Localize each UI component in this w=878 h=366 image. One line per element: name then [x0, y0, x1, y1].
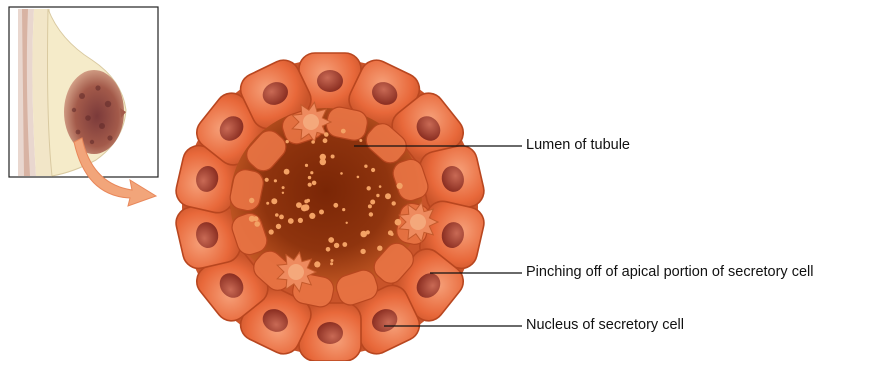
droplet: [371, 168, 375, 172]
droplet: [265, 178, 269, 182]
droplet: [359, 139, 362, 142]
droplet: [364, 165, 367, 168]
droplet: [320, 154, 326, 160]
droplet: [326, 247, 331, 252]
droplet: [341, 129, 346, 134]
label-lumen: Lumen of tubule: [526, 137, 630, 153]
droplet: [309, 213, 315, 219]
droplet: [323, 138, 328, 143]
droplet: [271, 198, 277, 204]
droplet: [377, 246, 382, 251]
droplet: [304, 199, 308, 203]
droplet: [368, 204, 372, 208]
tubule-cross-section: [173, 53, 487, 361]
droplet: [370, 200, 375, 205]
droplet: [366, 230, 370, 234]
droplet: [314, 261, 320, 267]
droplet: [376, 194, 379, 197]
droplet: [395, 219, 402, 226]
droplet: [249, 216, 255, 222]
droplet: [357, 176, 360, 179]
droplet: [328, 237, 334, 243]
droplet: [331, 259, 334, 262]
droplet: [282, 186, 285, 189]
label-nucleus: Nucleus of secretory cell: [526, 317, 684, 333]
droplet: [274, 179, 277, 182]
nucleus: [317, 322, 343, 344]
droplet: [360, 249, 365, 254]
droplet: [397, 183, 403, 189]
droplet: [296, 202, 302, 208]
droplet: [276, 224, 281, 229]
droplet: [367, 186, 371, 190]
droplet: [342, 208, 345, 211]
droplet: [369, 212, 373, 216]
droplet: [305, 164, 308, 167]
label-apical: Pinching off of apical portion of secret…: [526, 264, 813, 280]
droplet: [298, 218, 303, 223]
droplet: [284, 169, 290, 175]
droplet: [286, 140, 289, 143]
droplet: [249, 198, 254, 203]
droplet: [379, 185, 382, 188]
droplet: [266, 202, 269, 205]
droplet: [312, 181, 317, 186]
droplet: [310, 171, 313, 174]
droplet: [333, 203, 338, 208]
droplet: [275, 213, 279, 217]
droplet: [330, 262, 333, 265]
droplet: [279, 215, 284, 220]
droplet: [288, 218, 294, 224]
droplet: [340, 172, 343, 175]
droplet: [254, 221, 260, 227]
droplet: [324, 132, 329, 137]
droplet: [308, 183, 312, 187]
droplet: [388, 195, 391, 198]
droplet: [346, 222, 348, 224]
droplet: [269, 229, 274, 234]
droplet: [308, 176, 311, 179]
droplet: [282, 192, 284, 194]
nucleus: [317, 70, 343, 92]
droplet: [303, 204, 310, 211]
droplet: [390, 233, 393, 236]
droplet: [334, 243, 339, 248]
droplet: [311, 140, 315, 144]
droplet: [342, 242, 347, 247]
droplet: [392, 201, 396, 205]
droplet: [319, 210, 324, 215]
droplet: [331, 155, 335, 159]
